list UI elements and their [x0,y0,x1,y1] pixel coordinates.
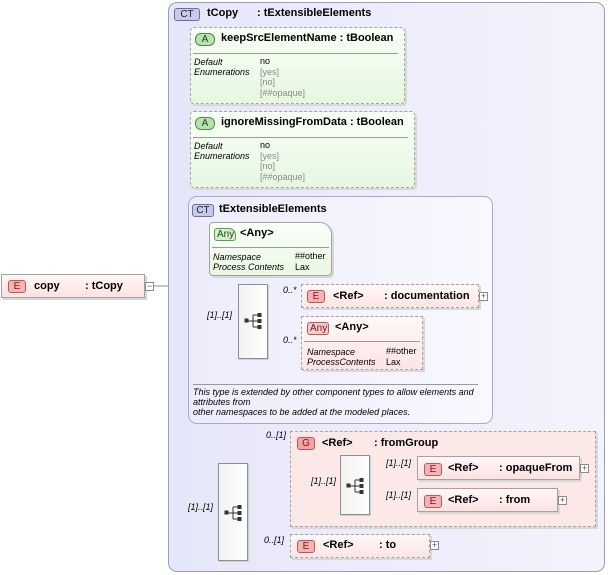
any-element[interactable]: Any <Any> Namespace ProcessContents ##ot… [301,316,423,370]
prop-value-process-contents: Lax [295,261,310,272]
group-multiplicity: 0..[1] [266,430,287,440]
element-badge: E [424,463,442,476]
any-attribute[interactable]: Any <Any> Namespace Process Contents ##o… [209,222,332,276]
element-badge: E [307,290,325,303]
ref-label: <Ref> [448,494,479,506]
root-element-name: copy [34,280,60,292]
prop-value-default: no [260,140,271,150]
divider [193,137,408,138]
ref-name: : to [379,539,397,551]
divider [193,53,398,54]
prop-label-process-contents: Process Contents [213,262,285,272]
any-title: <Any> [335,321,369,333]
prop-label-enumerations: Enumerations [194,67,250,77]
expand-toggle[interactable]: + [430,540,439,550]
ref-name: : opaqueFrom [499,462,573,474]
prop-value-process-contents: Lax [386,356,401,367]
attribute-ignoremissingfromdata[interactable]: A ignoreMissingFromData : tBoolean Defau… [190,111,415,188]
prop-value-default: no [260,56,271,66]
element-badge: E [8,280,26,293]
main-sequence-multiplicity: [1]..[1] [188,502,214,512]
complex-type-name: tExtensibleElements [219,203,327,215]
expand-toggle[interactable]: + [558,495,567,505]
enum-value: [no] [260,161,276,171]
prop-label-process-contents: ProcessContents [307,357,376,367]
collapse-toggle[interactable]: − [145,281,154,291]
prop-label-namespace: Namespace [213,252,262,262]
root-element-copy[interactable]: E copy : tCopy [1,274,145,298]
enum-value: [yes] [260,66,280,77]
documentation-multiplicity: 0..* [283,285,297,295]
element-badge: E [424,495,442,508]
sequence-icon [224,505,242,521]
element-ref-from[interactable]: E <Ref> : from [417,488,558,512]
element-multiplicity: [1]..[1] [386,458,412,468]
enum-value: [##opaque] [260,171,306,182]
prop-label-namespace: Namespace [307,347,356,357]
attribute-badge: A [195,117,215,130]
complex-type-badge: CT [192,204,214,217]
divider [212,247,329,248]
enum-value: [yes] [260,150,280,161]
sequence-icon [244,313,262,329]
complex-type-base: : tExtensibleElements [257,7,372,19]
prop-value-namespace: ##other [386,346,417,356]
sequence-icon [346,478,364,494]
expand-toggle[interactable]: + [580,463,589,473]
sequence-multiplicity: [1]..[1] [207,310,233,320]
element-multiplicity: [1]..[1] [386,490,412,500]
ref-name: : documentation [384,290,470,302]
enum-value: [no] [260,77,276,87]
any-title: <Any> [240,227,274,239]
prop-label-default: Default [194,141,223,151]
root-element-type: : tCopy [85,280,123,292]
element-badge: E [297,540,315,553]
ref-label: <Ref> [322,437,353,449]
ref-label: <Ref> [333,290,364,302]
ref-name: : fromGroup [374,437,439,449]
divider [304,341,420,342]
attribute-title: ignoreMissingFromData : tBoolean [221,116,404,128]
complex-type-badge: CT [174,8,200,21]
type-documentation: This type is extended by other component… [193,387,485,417]
complex-type-name: tCopy [207,7,239,19]
to-multiplicity: 0..[1] [264,535,285,545]
documentation-line: This type is extended by other component… [193,387,474,407]
expand-toggle[interactable]: + [479,291,488,301]
sequence-compositor[interactable] [238,284,268,359]
ref-label: <Ref> [448,462,479,474]
group-sequence-multiplicity: [1]..[1] [311,476,337,486]
prop-value-namespace: ##other [295,251,326,261]
ref-label: <Ref> [323,539,354,551]
any-badge: Any [214,228,236,241]
any-element-multiplicity: 0..* [283,335,297,345]
ref-name: : from [499,494,531,506]
element-ref-to[interactable]: E <Ref> : to [290,534,430,558]
element-ref-opaquefrom[interactable]: E <Ref> : opaqueFrom [417,456,580,480]
any-badge: Any [307,322,329,335]
element-ref-documentation[interactable]: E <Ref> : documentation [301,284,479,308]
group-sequence-compositor[interactable] [340,455,370,515]
divider [193,384,478,385]
group-badge: G [297,437,315,450]
main-sequence-compositor[interactable] [218,463,248,561]
documentation-line: other namespaces to be added at the mode… [193,407,411,417]
attribute-badge: A [195,33,215,46]
attribute-title: keepSrcElementName : tBoolean [221,32,394,44]
enum-value: [##opaque] [260,87,306,98]
attribute-keepsrcelementname[interactable]: A keepSrcElementName : tBoolean Default … [190,27,405,104]
prop-label-enumerations: Enumerations [194,151,250,161]
prop-label-default: Default [194,57,223,67]
